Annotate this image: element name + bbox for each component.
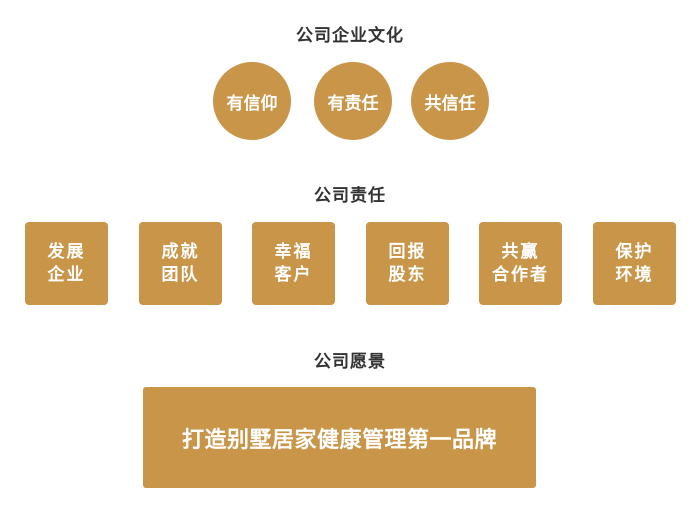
culture-circle-belief: 有信仰 <box>213 62 291 140</box>
responsibility-box-develop-enterprise: 发展 企业 <box>25 222 108 305</box>
box-line1: 回报 <box>388 241 427 262</box>
culture-circle-trust: 共信任 <box>411 62 489 140</box>
responsibility-box-win-win-partners: 共赢 合作者 <box>479 222 562 305</box>
culture-circles: 有信仰 有责任 共信任 <box>0 62 700 140</box>
box-line1: 发展 <box>47 241 86 262</box>
culture-title: 公司企业文化 <box>296 26 404 46</box>
box-line2: 股东 <box>388 264 427 285</box>
responsibility-box-achieve-team: 成就 团队 <box>139 222 222 305</box>
box-line2: 合作者 <box>492 264 549 285</box>
box-line1: 保护 <box>615 241 654 262</box>
responsibility-boxes: 发展 企业 成就 团队 幸福 客户 回报 股东 共赢 合作者 保护 环境 <box>0 222 700 305</box>
box-line2: 客户 <box>274 264 313 285</box>
vision-box: 打造别墅居家健康管理第一品牌 <box>143 387 536 488</box>
box-line2: 环境 <box>615 264 654 285</box>
box-line1: 成就 <box>161 241 200 262</box>
vision-title: 公司愿景 <box>314 352 386 372</box>
responsibility-box-happy-customer: 幸福 客户 <box>252 222 335 305</box>
box-line2: 团队 <box>161 264 200 285</box>
box-line1: 共赢 <box>501 241 540 262</box>
box-line2: 企业 <box>47 264 86 285</box>
responsibility-title: 公司责任 <box>314 186 386 206</box>
responsibility-box-reward-shareholders: 回报 股东 <box>366 222 449 305</box>
culture-circle-responsibility: 有责任 <box>314 62 392 140</box>
responsibility-box-protect-environment: 保护 环境 <box>593 222 676 305</box>
box-line1: 幸福 <box>274 241 313 262</box>
